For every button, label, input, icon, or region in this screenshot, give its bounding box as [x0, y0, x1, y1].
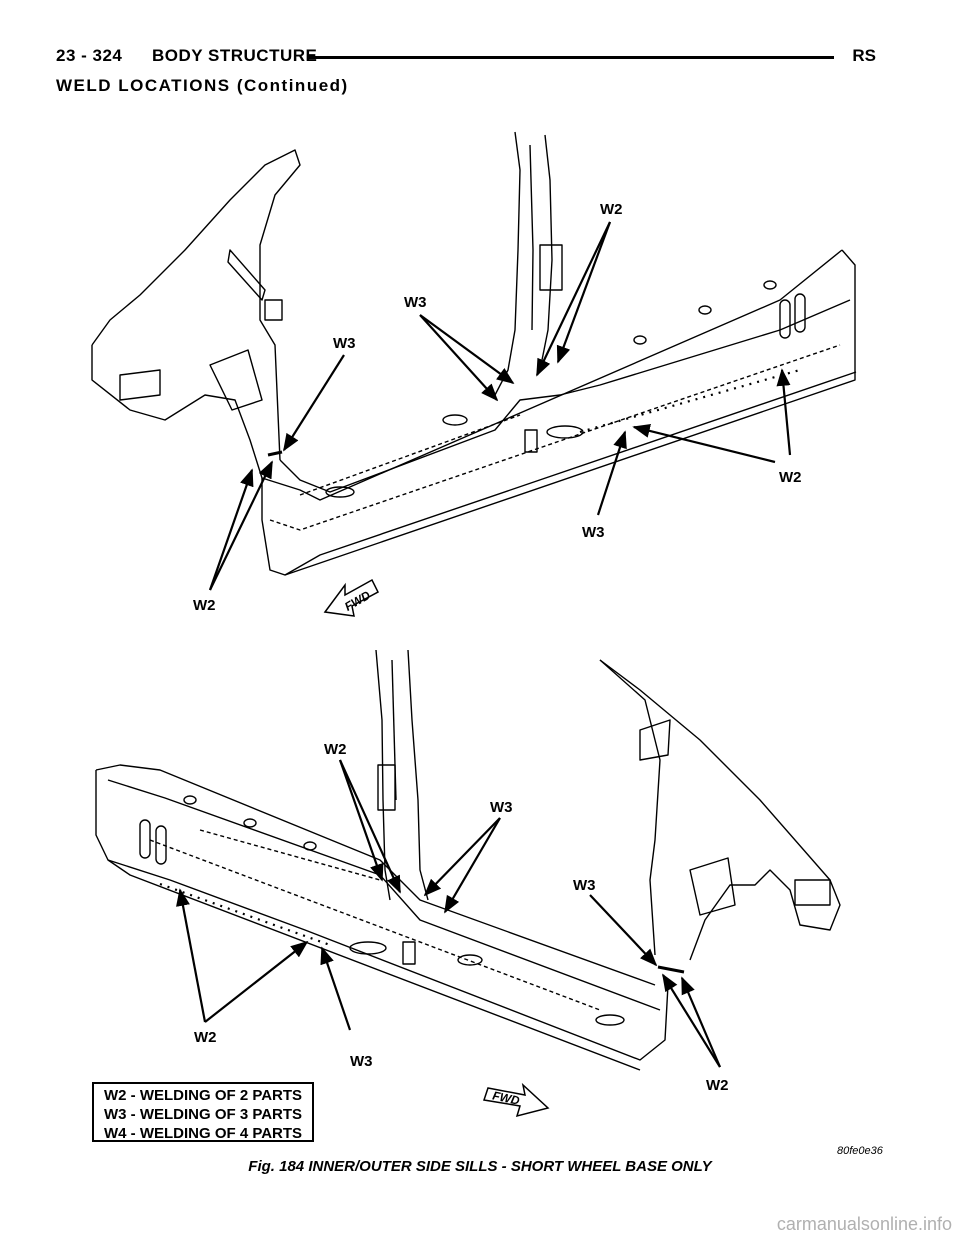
section-name: BODY STRUCTURE	[152, 46, 318, 65]
legend-w3: W3 - WELDING OF 3 PARTS	[104, 1106, 303, 1123]
page-header: 23 - 324 BODY STRUCTURE RS	[56, 46, 876, 70]
bottom-view-leaders	[176, 759, 722, 1068]
bottom-view-illustration	[95, 649, 841, 1071]
callout-w3-bpillar-b: W3	[490, 799, 513, 816]
callout-w3-bpillar: W3	[404, 294, 427, 311]
top-fwd-arrow: FWD	[323, 578, 379, 617]
bottom-fwd-arrow: FWD	[483, 1082, 550, 1118]
callout-w3-sill: W3	[582, 524, 605, 541]
legend-w2: W2 - WELDING OF 2 PARTS	[104, 1087, 303, 1104]
page-number: 23 - 324	[56, 46, 123, 65]
callout-w3-apillar: W3	[333, 335, 356, 352]
legend-w4: W4 - WELDING OF 4 PARTS	[104, 1125, 303, 1142]
model-code: RS	[852, 46, 876, 65]
callout-w2-sill-b: W2	[194, 1029, 217, 1046]
callout-w2-rear-b: W2	[706, 1077, 729, 1094]
callout-w3-rear-b: W3	[573, 877, 596, 894]
bottom-view-callouts: W2 W3 W3 W2 W3 W2	[194, 741, 729, 1094]
header-rule	[308, 56, 834, 59]
top-view-callouts: W2 W3 W3 W2 W3 W2	[193, 201, 802, 614]
figure-code: 80fe0e36	[837, 1145, 883, 1157]
callout-w2-front: W2	[193, 597, 216, 614]
watermark-text: carmanualsonline.info	[776, 1214, 952, 1234]
bottom-fwd-label: FWD	[491, 1088, 521, 1107]
callout-w3-sill-b: W3	[350, 1053, 373, 1070]
callout-w2-bpillar: W2	[600, 201, 623, 218]
weld-legend: W2 - WELDING OF 2 PARTS W3 - WELDING OF …	[92, 1082, 314, 1142]
section-title: WELD LOCATIONS (Continued)	[56, 76, 349, 95]
callout-w2-sill-rear: W2	[779, 469, 802, 486]
figure-caption: Fig. 184 INNER/OUTER SIDE SILLS - SHORT …	[248, 1158, 712, 1175]
top-view-leaders	[208, 221, 792, 591]
callout-w2-bpillar-b: W2	[324, 741, 347, 758]
